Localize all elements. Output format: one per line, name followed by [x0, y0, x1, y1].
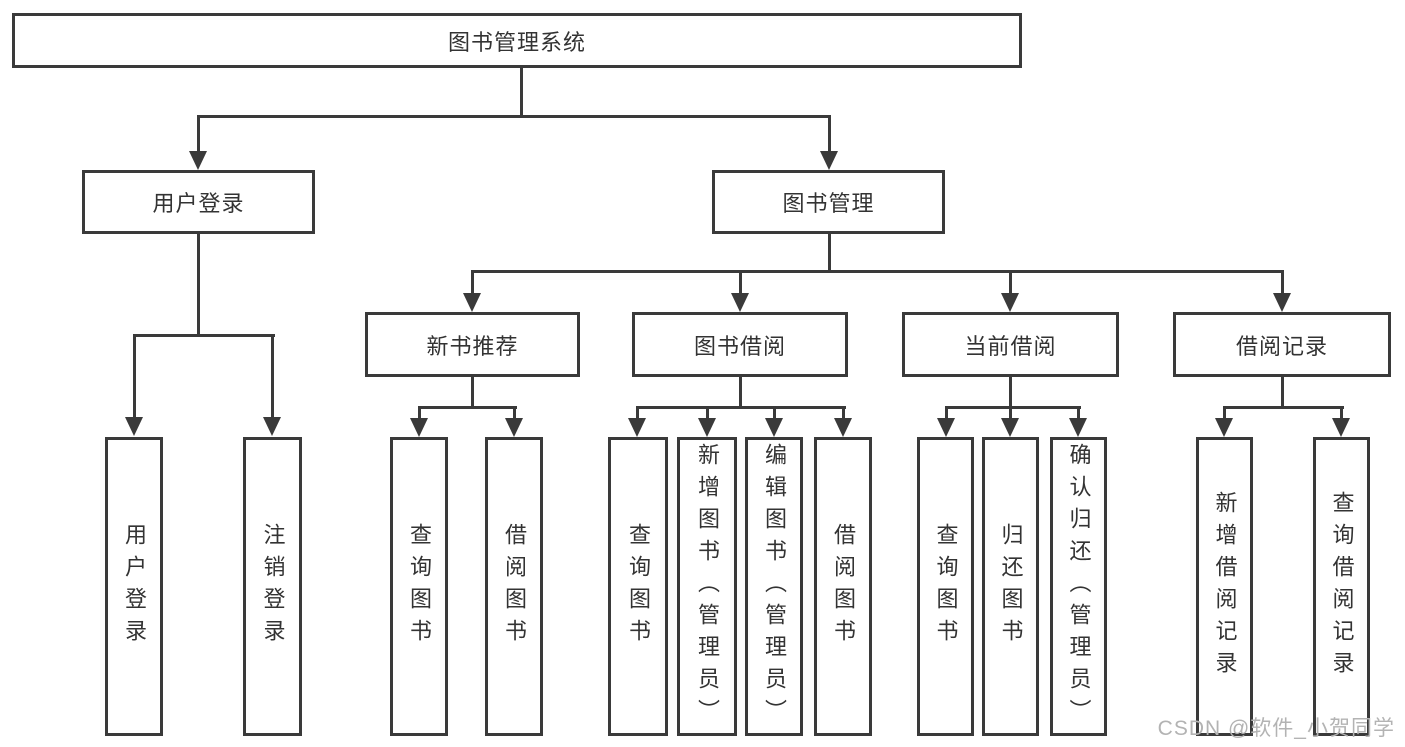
connector-line: [945, 406, 948, 422]
connector-line: [418, 406, 421, 422]
leaf-label: 借阅图书: [502, 522, 527, 651]
connector-line: [133, 334, 275, 337]
connector-line: [197, 115, 200, 153]
leaf-add-borrow-record: 新增借阅记录: [1196, 437, 1253, 736]
connector-line: [471, 270, 1283, 273]
arrowhead-icon: [1001, 418, 1019, 437]
arrowhead-icon: [189, 151, 207, 170]
connector-line: [706, 406, 709, 422]
connector-line: [1223, 406, 1226, 422]
connector-line: [520, 68, 523, 116]
arrowhead-icon: [1332, 418, 1350, 437]
connector-line: [418, 406, 517, 409]
leaf-label: 确认归还（管理员）: [1066, 442, 1092, 731]
leaf-label: 编辑图书（管理员）: [762, 442, 787, 731]
arrowhead-icon: [698, 418, 716, 437]
leaf-borrow-books-recommend: 借阅图书: [485, 437, 543, 736]
connector-line: [1281, 270, 1284, 296]
leaf-query-books-current: 查询图书: [917, 437, 974, 736]
arrowhead-icon: [1069, 418, 1087, 437]
connector-line: [636, 406, 639, 422]
leaf-label: 新增图书（管理员）: [695, 442, 720, 731]
connector-line: [1009, 377, 1012, 408]
connector-line: [739, 377, 742, 408]
connector-line: [471, 377, 474, 408]
node-book-borrow: 图书借阅: [632, 312, 848, 377]
arrowhead-icon: [1215, 418, 1233, 437]
arrowhead-icon: [765, 418, 783, 437]
connector-line: [636, 406, 846, 409]
leaf-label: 注销登录: [260, 522, 286, 651]
leaf-return-book: 归还图书: [982, 437, 1039, 736]
leaf-user-login: 用户登录: [105, 437, 163, 736]
arrowhead-icon: [731, 293, 749, 312]
leaf-label: 查询图书: [626, 522, 651, 651]
leaf-confirm-return-admin: 确认归还（管理员）: [1050, 437, 1107, 736]
leaf-edit-book-admin: 编辑图书（管理员）: [745, 437, 803, 736]
leaf-label: 借阅图书: [831, 522, 856, 651]
node-borrow-records: 借阅记录: [1173, 312, 1391, 377]
leaf-label: 归还图书: [998, 522, 1024, 651]
connector-line: [1009, 270, 1012, 296]
connector-line: [739, 270, 742, 296]
arrowhead-icon: [410, 418, 428, 437]
leaf-add-book-admin: 新增图书（管理员）: [677, 437, 737, 736]
connector-line: [1009, 406, 1012, 422]
connector-line: [1223, 406, 1344, 409]
node-user-login: 用户登录: [82, 170, 315, 234]
arrowhead-icon: [1001, 293, 1019, 312]
connector-line: [513, 406, 516, 422]
arrowhead-icon: [937, 418, 955, 437]
leaf-query-books-recommend: 查询图书: [390, 437, 448, 736]
connector-line: [842, 406, 845, 422]
leaf-label: 用户登录: [122, 522, 147, 651]
arrowhead-icon: [834, 418, 852, 437]
node-book-management: 图书管理: [712, 170, 945, 234]
leaf-query-books-borrow: 查询图书: [608, 437, 668, 736]
connector-line: [1340, 406, 1343, 422]
connector-line: [197, 234, 200, 336]
connector-line: [133, 334, 136, 418]
node-current-borrow: 当前借阅: [902, 312, 1119, 377]
arrowhead-icon: [1273, 293, 1291, 312]
connector-line: [945, 406, 1081, 409]
leaf-label: 新增借阅记录: [1212, 490, 1238, 683]
connector-line: [471, 270, 474, 296]
connector-line: [1281, 377, 1284, 408]
node-library-system: 图书管理系统: [12, 13, 1022, 68]
leaf-label: 查询借阅记录: [1329, 490, 1355, 683]
connector-line: [197, 115, 831, 118]
watermark: CSDN @软件_小贺同学: [1157, 717, 1395, 740]
arrowhead-icon: [505, 418, 523, 437]
arrowhead-icon: [628, 418, 646, 437]
leaf-borrow-books: 借阅图书: [814, 437, 872, 736]
leaf-label: 查询图书: [407, 522, 432, 651]
leaf-logout: 注销登录: [243, 437, 302, 736]
arrowhead-icon: [463, 293, 481, 312]
leaf-label: 查询图书: [933, 522, 959, 651]
connector-line: [828, 234, 831, 272]
arrowhead-icon: [125, 417, 143, 436]
connector-line: [828, 115, 831, 153]
arrowhead-icon: [263, 417, 281, 436]
node-new-book-recommend: 新书推荐: [365, 312, 580, 377]
connector-line: [773, 406, 776, 422]
arrowhead-icon: [820, 151, 838, 170]
leaf-query-borrow-record: 查询借阅记录: [1313, 437, 1370, 736]
connector-line: [1077, 406, 1080, 422]
connector-line: [271, 334, 274, 418]
